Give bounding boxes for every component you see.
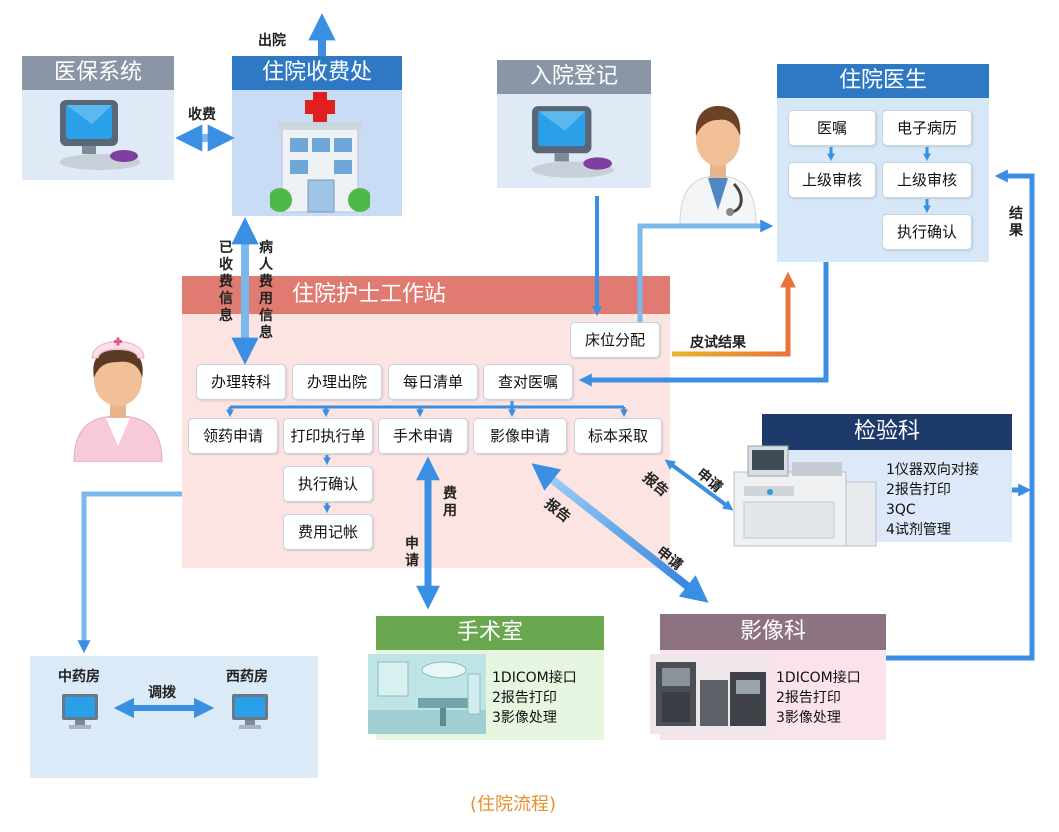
imaging-list-item: 3影像处理 bbox=[776, 710, 841, 726]
surgery-list-item: 2报告打印 bbox=[492, 690, 557, 706]
imaging-list: 1DICOM接口 2报告打印 3影像处理 bbox=[776, 668, 861, 728]
imaging-list-item: 2报告打印 bbox=[776, 690, 841, 706]
paid-info-label: 已收费信息 bbox=[219, 240, 233, 324]
diagram-caption: (住院流程) bbox=[470, 794, 557, 815]
chinese-pharmacy-label: 中药房 bbox=[58, 669, 100, 685]
monitor-icon bbox=[62, 694, 98, 729]
surgery-fee-label: 费用 bbox=[443, 486, 457, 519]
panel-imaging-title: 影像科 bbox=[660, 614, 886, 650]
panel-billing-office-title: 住院收费处 bbox=[232, 56, 402, 90]
nurse-drug-request-node[interactable]: 领药申请 bbox=[188, 418, 278, 454]
western-pharmacy-label: 西药房 bbox=[226, 669, 268, 685]
nurse-imaging-request-node[interactable]: 影像申请 bbox=[473, 418, 567, 454]
imaging-equipment-image bbox=[650, 654, 770, 734]
nurse-check-orders-node[interactable]: 查对医嘱 bbox=[483, 364, 573, 400]
surgery-list-item: 1DICOM接口 bbox=[492, 670, 577, 686]
doctor-review-left-node[interactable]: 上级审核 bbox=[788, 162, 876, 198]
doctor-avatar-icon bbox=[679, 106, 757, 224]
doctor-exec-confirm-node[interactable]: 执行确认 bbox=[882, 214, 972, 250]
imaging-list-item: 1DICOM接口 bbox=[776, 670, 861, 686]
nurse-surgery-request-node[interactable]: 手术申请 bbox=[378, 418, 468, 454]
panel-billing-office: 住院收费处 bbox=[232, 56, 402, 216]
skin-test-label: 皮试结果 bbox=[690, 335, 746, 351]
lab-list: 1仪器双向对接 2报告打印 3QC 4试剂管理 bbox=[886, 460, 979, 540]
nurse-bed-assign-node[interactable]: 床位分配 bbox=[570, 322, 660, 358]
panel-admission: 入院登记 bbox=[497, 60, 651, 188]
computer-icon bbox=[60, 100, 140, 170]
panel-medical-insurance-title: 医保系统 bbox=[22, 56, 174, 90]
doctor-emr-node[interactable]: 电子病历 bbox=[882, 110, 972, 146]
doctor-review-right-node[interactable]: 上级审核 bbox=[882, 162, 972, 198]
lab-list-item: 1仪器双向对接 bbox=[886, 462, 979, 478]
lab-list-item: 4试剂管理 bbox=[886, 522, 951, 538]
lab-list-item: 2报告打印 bbox=[886, 482, 951, 498]
transfer-label: 调拨 bbox=[148, 685, 176, 701]
panel-medical-insurance: 医保系统 bbox=[22, 56, 174, 180]
nurse-exec-confirm-node[interactable]: 执行确认 bbox=[283, 466, 373, 502]
nurse-avatar-icon bbox=[73, 337, 163, 462]
nurse-print-exec-node[interactable]: 打印执行单 bbox=[283, 418, 373, 454]
nurse-fee-record-node[interactable]: 费用记帐 bbox=[283, 514, 373, 550]
lab-analyzer-icon bbox=[733, 445, 877, 547]
nurse-daily-list-node[interactable]: 每日清单 bbox=[388, 364, 478, 400]
panel-lab-title: 检验科 bbox=[762, 414, 1012, 450]
monitor-icon bbox=[232, 694, 268, 729]
panel-admission-title: 入院登记 bbox=[497, 60, 651, 94]
panel-nurse-station-title: 住院护士工作站 bbox=[182, 276, 670, 314]
panel-doctor-title: 住院医生 bbox=[777, 64, 989, 98]
discharge-label: 出院 bbox=[258, 33, 286, 49]
surgery-request-label: 申请 bbox=[405, 536, 419, 569]
doctor-order-node[interactable]: 医嘱 bbox=[788, 110, 876, 146]
result-label: 结果 bbox=[1009, 206, 1023, 239]
hospital-building-icon bbox=[270, 92, 370, 213]
nurse-discharge-node[interactable]: 办理出院 bbox=[292, 364, 382, 400]
surgery-list: 1DICOM接口 2报告打印 3影像处理 bbox=[492, 668, 577, 728]
lab-list-item: 3QC bbox=[886, 502, 916, 518]
nurse-specimen-node[interactable]: 标本采取 bbox=[574, 418, 662, 454]
patient-fee-info-label: 病人费用信息 bbox=[259, 240, 273, 341]
surgery-list-item: 3影像处理 bbox=[492, 710, 557, 726]
computer-icon bbox=[532, 106, 614, 178]
panel-surgery-title: 手术室 bbox=[376, 616, 604, 650]
operating-room-image bbox=[368, 654, 486, 734]
fee-label: 收费 bbox=[188, 107, 216, 123]
